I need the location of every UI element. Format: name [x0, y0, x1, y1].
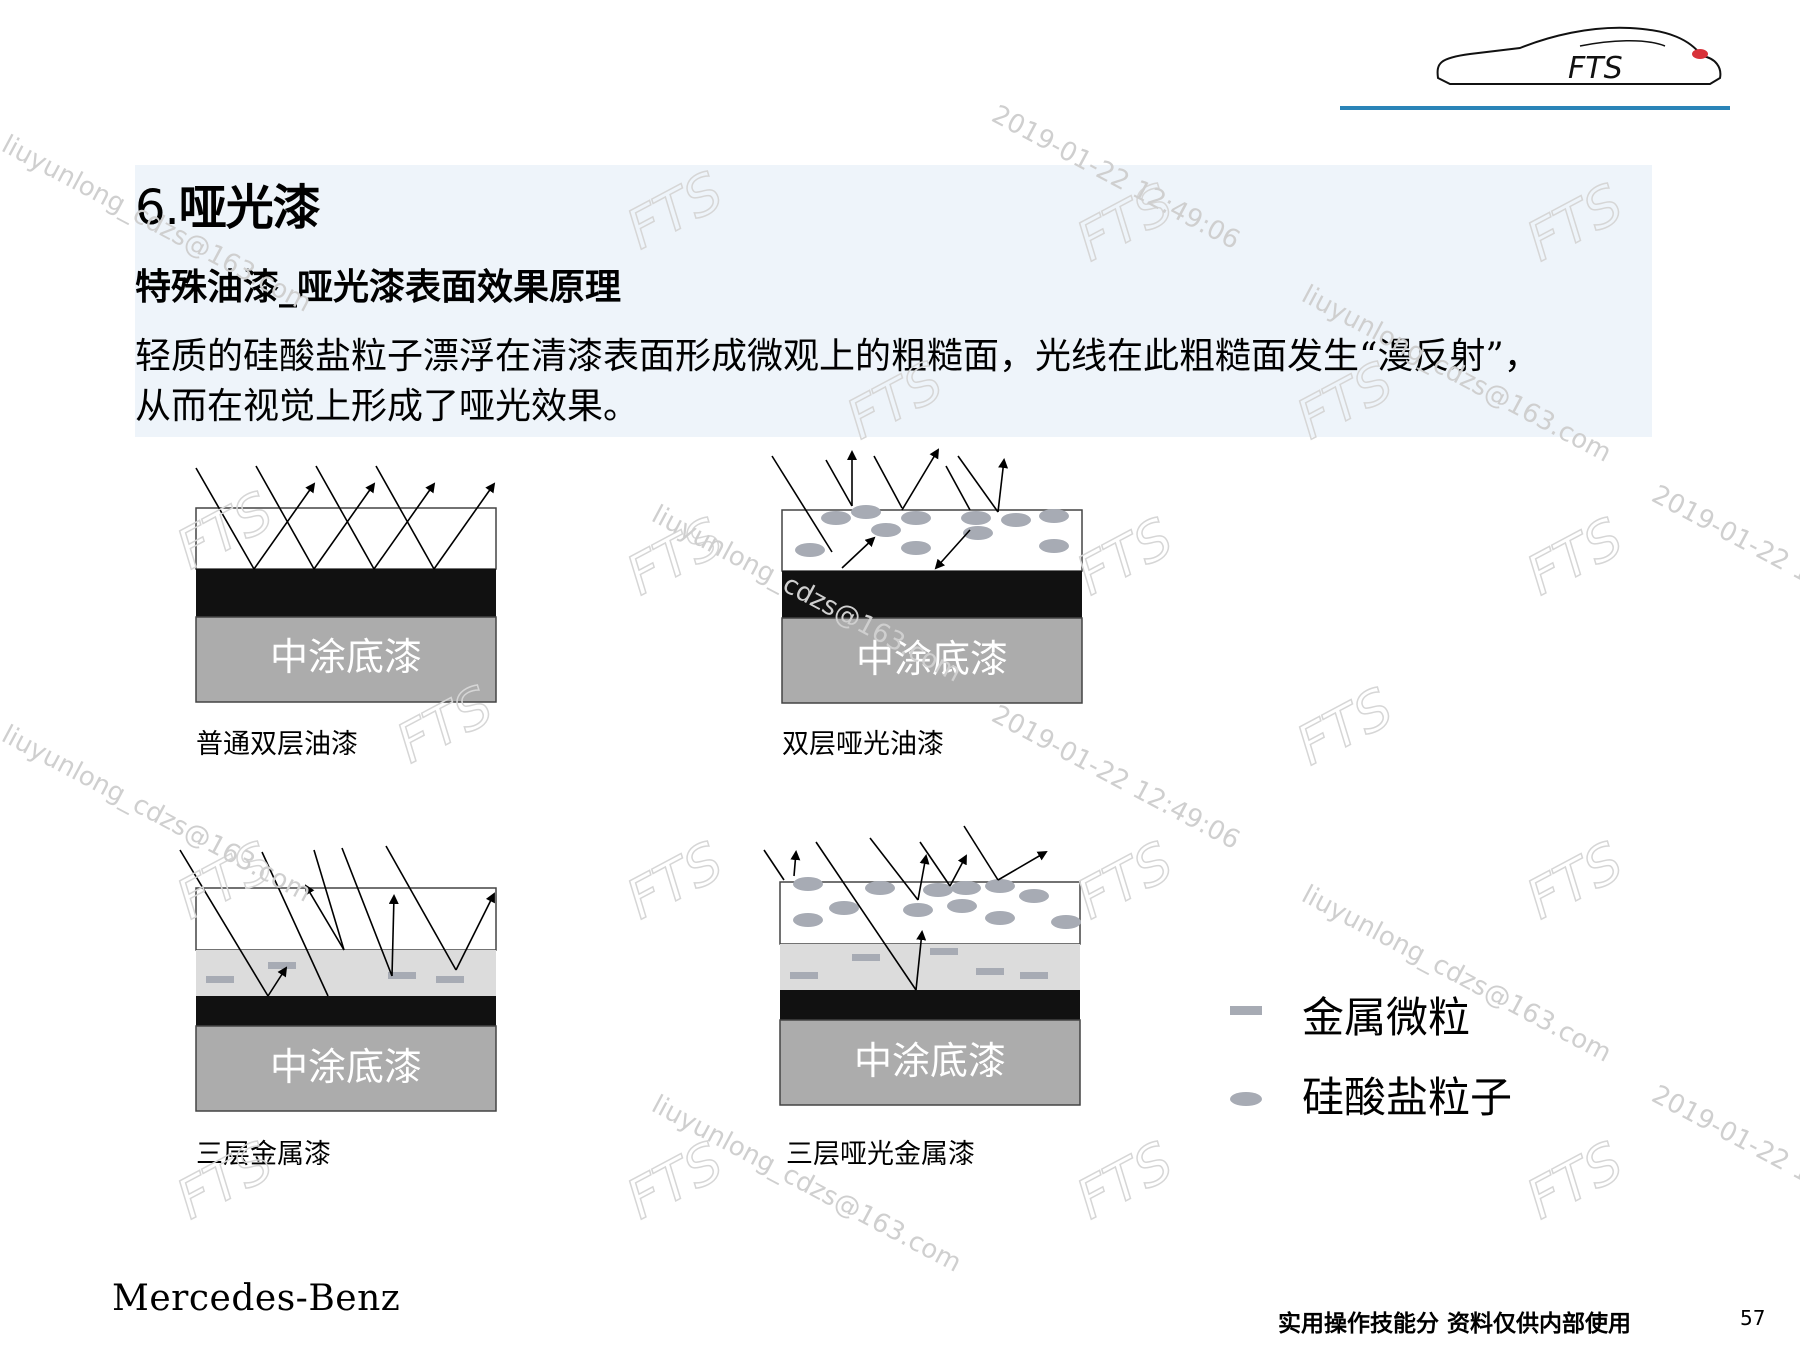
brand-name: Mercedes-Benz [112, 1278, 401, 1319]
caption-matte-two-layer: 双层哑光油漆 [782, 729, 944, 760]
page-number: 57 [1740, 1306, 1766, 1330]
diagram2-base-label: 中涂底漆 [856, 637, 1008, 681]
diagram3-base-label: 中涂底漆 [270, 1045, 422, 1089]
legend-dash-symbol [1230, 1006, 1262, 1015]
legend-silicate-particle-label: 硅酸盐粒子 [1302, 1073, 1513, 1122]
header-panel [135, 165, 1652, 437]
caption-three-layer-matte-metallic: 三层哑光金属漆 [786, 1139, 975, 1170]
caption-normal-two-layer: 普通双层油漆 [196, 729, 358, 760]
diagram-matte-two-layer: 中涂底漆 [771, 448, 1083, 704]
diagram-three-layer-metallic: 中涂底漆 [179, 845, 497, 1112]
slide-title: 6.哑光漆 [135, 168, 321, 238]
slide-subtitle: 特殊油漆_哑光漆表面效果原理 [135, 267, 622, 308]
footer-note: 实用操作技能分 资料仅供内部使用 [1278, 1311, 1632, 1337]
body-paragraph: 轻质的硅酸盐粒子漂浮在清漆表面形成微观上的粗糙面，光线在此粗糙面发生“漫反射”，… [135, 332, 1675, 432]
diagram-three-layer-matte-metallic: 中涂底漆 [763, 825, 1081, 1106]
diagram-normal-two-layer: 中涂底漆 [195, 465, 497, 703]
legend-ellipse-symbol [1230, 1092, 1262, 1106]
diagram4-base-label: 中涂底漆 [854, 1039, 1006, 1083]
body-line-2: 从而在视觉上形成了哑光效果。 [135, 386, 640, 427]
diagram1-base-label: 中涂底漆 [270, 635, 422, 679]
title-number: 6. [135, 180, 180, 236]
legend-metal-particle-label: 金属微粒 [1302, 993, 1471, 1042]
title-text: 哑光漆 [178, 180, 321, 236]
caption-three-layer-metallic: 三层金属漆 [196, 1139, 331, 1170]
fts-logo: FTS [1436, 26, 1722, 86]
header-accent-line [1340, 106, 1730, 110]
body-line-1: 轻质的硅酸盐粒子漂浮在清漆表面形成微观上的粗糙面，光线在此粗糙面发生“漫反射”， [135, 336, 1540, 377]
logo-text: FTS [1568, 51, 1623, 86]
